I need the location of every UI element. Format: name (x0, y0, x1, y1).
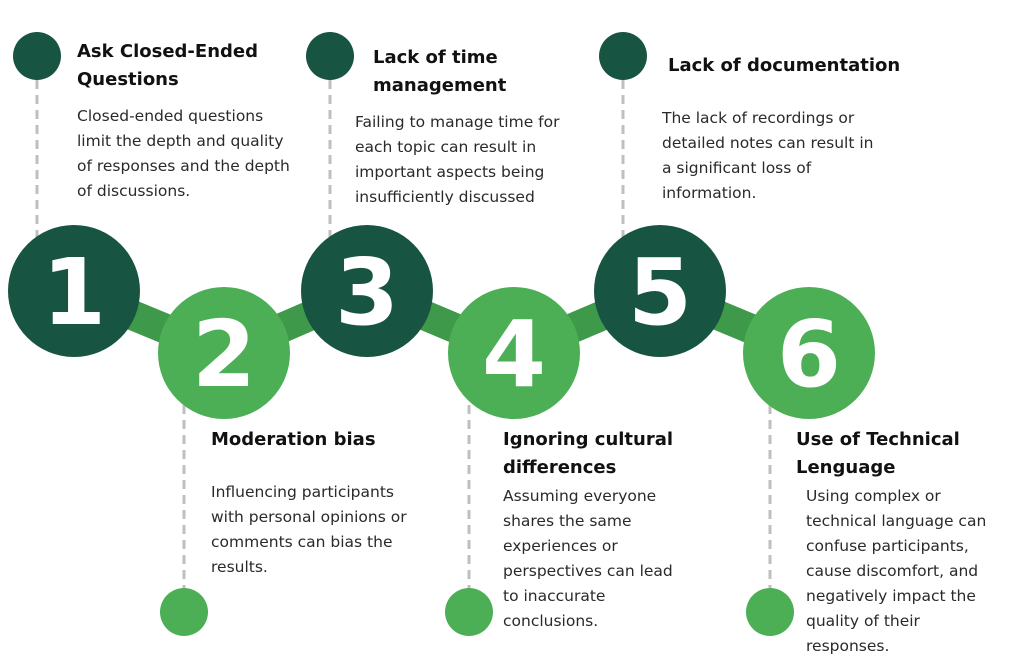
step-circle-1 (8, 225, 140, 357)
step-title-2: Moderation bias (211, 429, 376, 450)
step-circle-4 (448, 287, 580, 419)
step-desc-3: Failing to manage time for each topic ca… (355, 113, 560, 206)
step-desc-4: Assuming everyone shares the same experi… (503, 487, 673, 630)
marker-dot-2 (160, 588, 208, 636)
step-desc-1: Closed-ended questions limit the depth a… (77, 107, 290, 200)
step-title-3: Lack of time management (373, 47, 507, 96)
step-number-2: 2 (192, 301, 256, 408)
step-circles (8, 225, 875, 419)
step-title-4: Ignoring cultural differences (503, 429, 674, 478)
step-circle-5 (594, 225, 726, 357)
step-circle-2 (158, 287, 290, 419)
step-number-5: 5 (628, 239, 692, 346)
marker-dot-3 (306, 32, 354, 80)
marker-dots (13, 32, 794, 636)
step-desc-6: Using complex or technical language can … (806, 487, 987, 655)
step-number-4: 4 (482, 301, 546, 408)
step-number-6: 6 (777, 301, 841, 408)
step-desc-2: Influencing participants with personal o… (211, 483, 407, 576)
marker-dot-6 (746, 588, 794, 636)
marker-dot-4 (445, 588, 493, 636)
step-title-6: Use of Technical Lenguage (796, 429, 960, 478)
marker-dot-5 (599, 32, 647, 80)
step-number-1: 1 (42, 239, 106, 346)
step-title-5: Lack of documentation (668, 55, 901, 76)
step-title-1: Ask Closed-Ended Questions (77, 41, 258, 90)
marker-dot-1 (13, 32, 61, 80)
dashed-guides (35, 80, 772, 590)
step-number-3: 3 (335, 239, 399, 346)
step-numbers: 1 2 3 4 5 6 (42, 239, 841, 408)
step-circle-6 (743, 287, 875, 419)
step-circle-3 (301, 225, 433, 357)
step-desc-5: The lack of recordings or detailed notes… (662, 109, 874, 202)
